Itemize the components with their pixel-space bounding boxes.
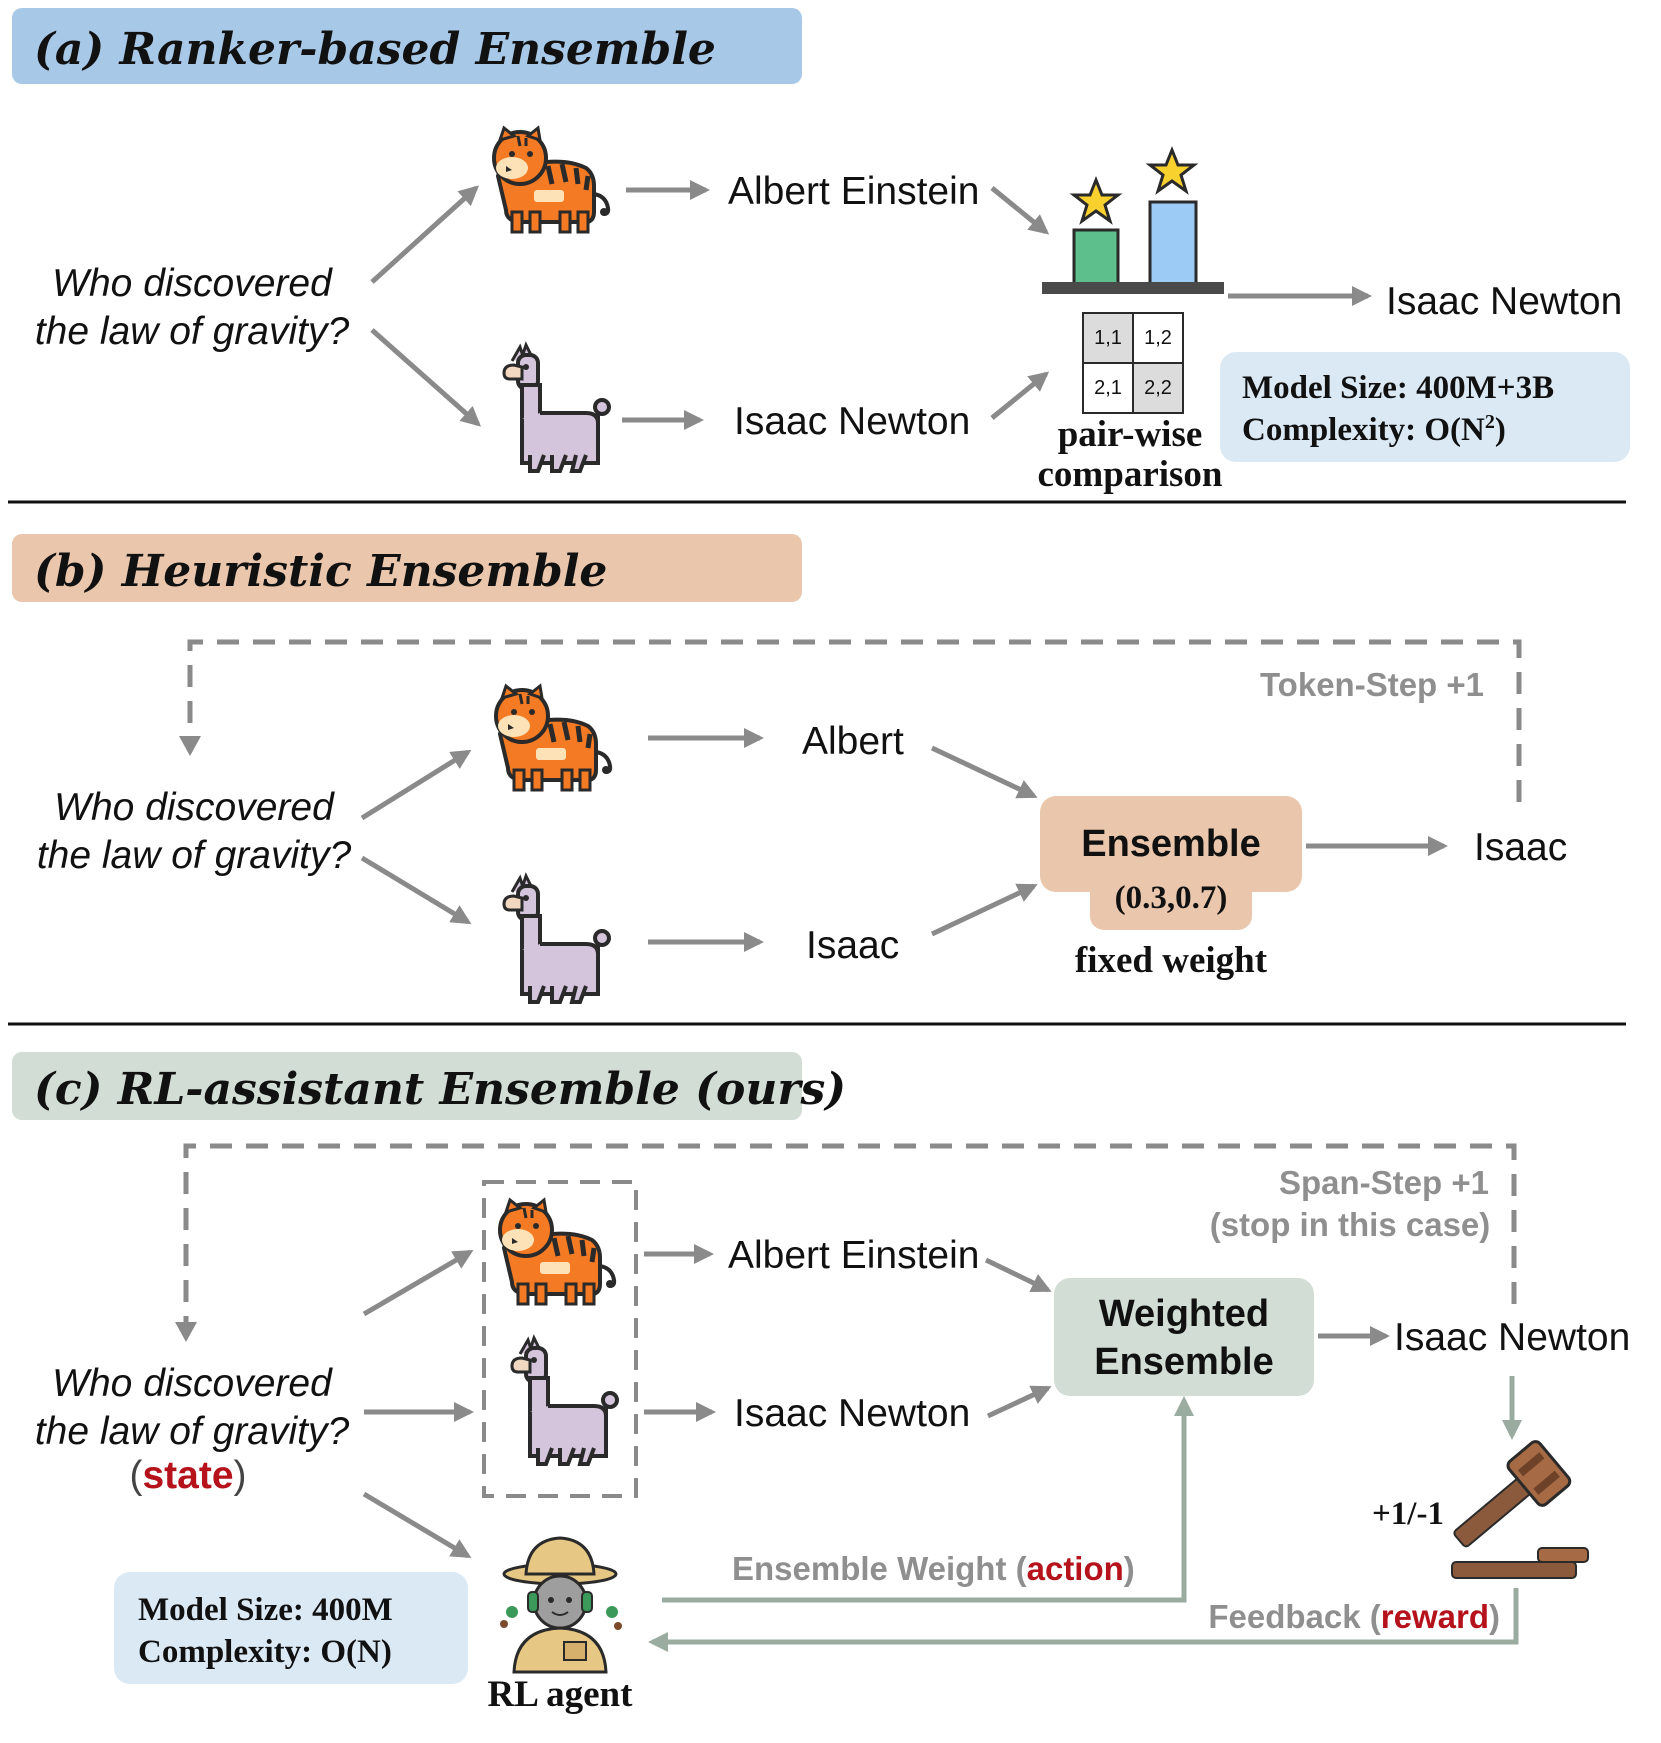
arrow-a-q-llama [370, 328, 481, 427]
section-b-title: (b) Heuristic Ensemble [34, 546, 607, 597]
output-c: Isaac Newton [1394, 1316, 1630, 1359]
question-a-line2: the law of gravity? [35, 310, 350, 353]
arrow-c-top-ensemble [984, 1257, 1052, 1293]
loop-arrowhead [179, 736, 201, 756]
output-b: Isaac [1474, 826, 1567, 869]
rl-agent-label: RL agent [488, 1674, 634, 1715]
info-box-c [114, 1572, 468, 1684]
grid-cell: 1,1 [1094, 327, 1122, 349]
question-c-line1: Who discovered [52, 1362, 333, 1405]
header-b-bg [12, 534, 802, 602]
question-c-line2: the law of gravity? [35, 1410, 350, 1453]
ranger-agent-icon [500, 1536, 622, 1674]
question-b-line1: Who discovered [54, 786, 335, 829]
info-box-a [1220, 352, 1630, 462]
grid-cell: 2,2 [1144, 377, 1172, 399]
span-step-loop [183, 1143, 1517, 1322]
section-c-title: (c) RL-assistant Ensemble (ours) [34, 1064, 846, 1115]
span-step-label-line2: (stop in this case) [1210, 1206, 1491, 1243]
action-arrow [662, 1396, 1194, 1603]
fixed-weights: (0.3,0.7) [1115, 880, 1228, 916]
ranker-label-line1: pair-wise [1058, 414, 1203, 455]
feedback-label: Feedback (reward) [1208, 1598, 1500, 1635]
span-step-label-line1: Span-Step +1 [1279, 1164, 1489, 1201]
question-b-line2: the law of gravity? [37, 834, 352, 877]
action-label: Ensemble Weight (action) [732, 1550, 1135, 1587]
weighted-ensemble-line2: Ensemble [1094, 1341, 1274, 1383]
weighted-ensemble-line1: Weighted [1099, 1293, 1269, 1335]
ranker-label-line2: comparison [1038, 454, 1223, 495]
reward-value: +1/-1 [1372, 1496, 1444, 1532]
tiger-icon [496, 686, 610, 790]
tiger-icon [500, 1200, 614, 1304]
arrow-a-bottom-ranker [990, 371, 1050, 420]
answer-c-top: Albert Einstein [728, 1234, 979, 1277]
output-a: Isaac Newton [1386, 280, 1622, 323]
arrow-c-bottom-ensemble [986, 1385, 1052, 1419]
arrow-a-q-tiger [370, 185, 479, 284]
question-a-line1: Who discovered [52, 262, 333, 305]
llama-icon [502, 874, 611, 1004]
ensemble-box [1040, 796, 1302, 892]
arrow-b-q-llama [360, 855, 472, 925]
arrow-c-q-agent [362, 1491, 472, 1559]
star-icon [1148, 148, 1196, 193]
answer-b-top: Albert [802, 720, 904, 763]
ensemble-label: Ensemble [1081, 823, 1261, 865]
llama-icon [502, 343, 611, 473]
answer-b-bottom: Isaac [806, 924, 899, 967]
grid-cell: 2,1 [1094, 377, 1122, 399]
weighted-ensemble-box [1054, 1278, 1314, 1396]
star-icon [1072, 178, 1120, 223]
arrow-b-bottom-ensemble [930, 883, 1038, 937]
arrow-b-q-tiger [360, 749, 472, 821]
model-group-box [482, 1180, 638, 1498]
answer-a-bottom: Isaac Newton [734, 400, 970, 443]
answer-a-top: Albert Einstein [728, 170, 979, 213]
info-c-line2: Complexity: O(N) [138, 1634, 392, 1670]
header-c-bg [12, 1052, 802, 1120]
gavel-icon [1451, 1440, 1589, 1579]
arrow-a-top-ranker [990, 186, 1050, 235]
info-c-line1: Model Size: 400M [138, 1592, 393, 1628]
section-a-title: (a) Ranker-based Ensemble [34, 24, 716, 75]
answer-c-bottom: Isaac Newton [734, 1392, 970, 1435]
comparison-grid: 1,1 1,2 2,1 2,2 [1082, 312, 1184, 414]
loop-arrowhead [175, 1322, 197, 1342]
fixed-weight-caption: fixed weight [1075, 940, 1268, 981]
info-a-line1: Model Size: 400M+3B [1242, 370, 1554, 406]
info-a-line2: Complexity: O(N2) [1242, 411, 1506, 448]
tiger-icon [494, 128, 608, 232]
feedback-arrow [648, 1588, 1519, 1652]
header-a-bg [12, 8, 802, 84]
token-step-loop [187, 639, 1522, 802]
state-label: (state) [129, 1454, 246, 1497]
arrow-c-q-tiger [362, 1249, 474, 1317]
token-step-label: Token-Step +1 [1260, 666, 1484, 703]
grid-cell: 1,2 [1144, 327, 1172, 349]
podium-icon [1042, 200, 1224, 294]
arrow-b-top-ensemble [930, 745, 1038, 799]
llama-icon [510, 1336, 619, 1466]
